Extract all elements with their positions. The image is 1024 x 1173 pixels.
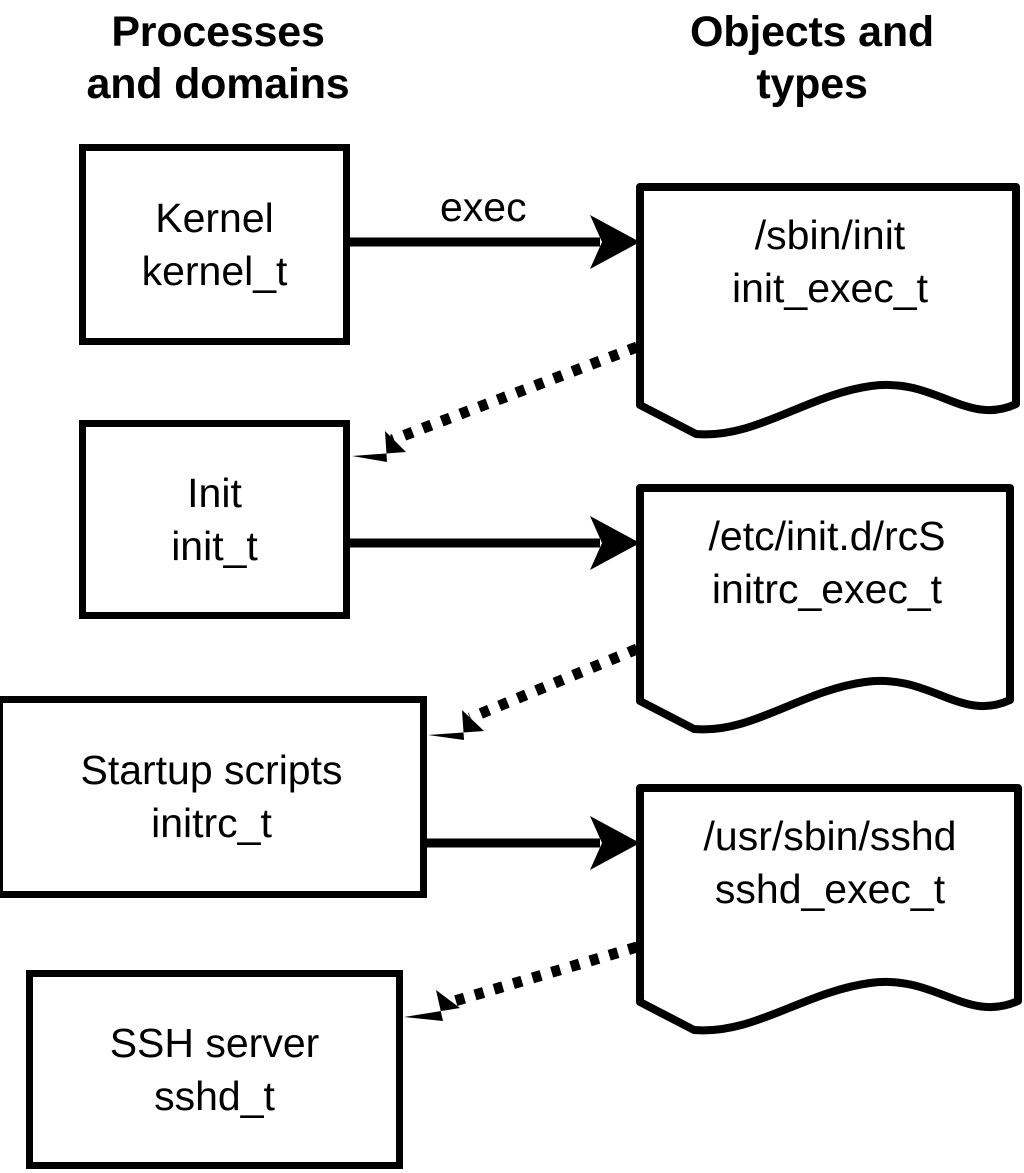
column-header-processes: Processes and domains xyxy=(86,8,350,108)
object-doc-init-exec[interactable]: /sbin/init init_exec_t xyxy=(636,183,1024,439)
edge-line-dotted xyxy=(446,941,639,1009)
arrowhead xyxy=(352,431,406,462)
object-doc-sshd-exec[interactable]: /usr/sbin/sshd sshd_exec_t xyxy=(636,784,1024,1035)
column-header-objects: Objects and types xyxy=(690,8,934,108)
process-type-initrc: initrc_t xyxy=(151,800,272,846)
edge-exec-init-to-initrc-exec xyxy=(350,516,640,570)
arrowhead xyxy=(590,516,640,570)
process-type-init: init_t xyxy=(171,522,258,569)
arrowhead xyxy=(404,990,460,1021)
process-box-sshd[interactable]: SSH server sshd_t xyxy=(26,970,403,1169)
arrowhead xyxy=(590,215,640,269)
edge-transition-init-exec-to-init xyxy=(352,341,639,462)
document-shape-outline xyxy=(636,484,1014,734)
process-type-sshd: sshd_t xyxy=(154,1072,275,1119)
edge-line-dotted xyxy=(467,643,640,724)
edge-exec-initrc-to-sshd-exec xyxy=(427,816,640,870)
process-box-kernel[interactable]: Kernel kernel_t xyxy=(79,144,350,345)
edge-line-dotted xyxy=(390,341,639,446)
process-name-kernel: Kernel xyxy=(155,194,274,241)
arrowhead xyxy=(428,710,484,740)
process-name-init: Init xyxy=(187,469,242,516)
arrowhead xyxy=(590,816,640,870)
edge-transition-sshd-exec-to-sshd xyxy=(404,941,639,1021)
process-box-initrc[interactable]: Startup scripts initrc_t xyxy=(0,696,427,898)
document-shape-outline xyxy=(636,183,1020,439)
edge-transition-initrc-exec-to-initrc xyxy=(428,643,640,740)
process-name-sshd: SSH server xyxy=(109,1019,320,1066)
document-shape-outline xyxy=(636,784,1022,1035)
process-type-kernel: kernel_t xyxy=(141,247,288,294)
process-name-initrc: Startup scripts xyxy=(80,747,343,793)
edge-label-exec: exec xyxy=(440,184,527,230)
object-doc-initrc-exec[interactable]: /etc/init.d/rcS initrc_exec_t xyxy=(636,484,1018,734)
process-box-init[interactable]: Init init_t xyxy=(79,420,350,619)
